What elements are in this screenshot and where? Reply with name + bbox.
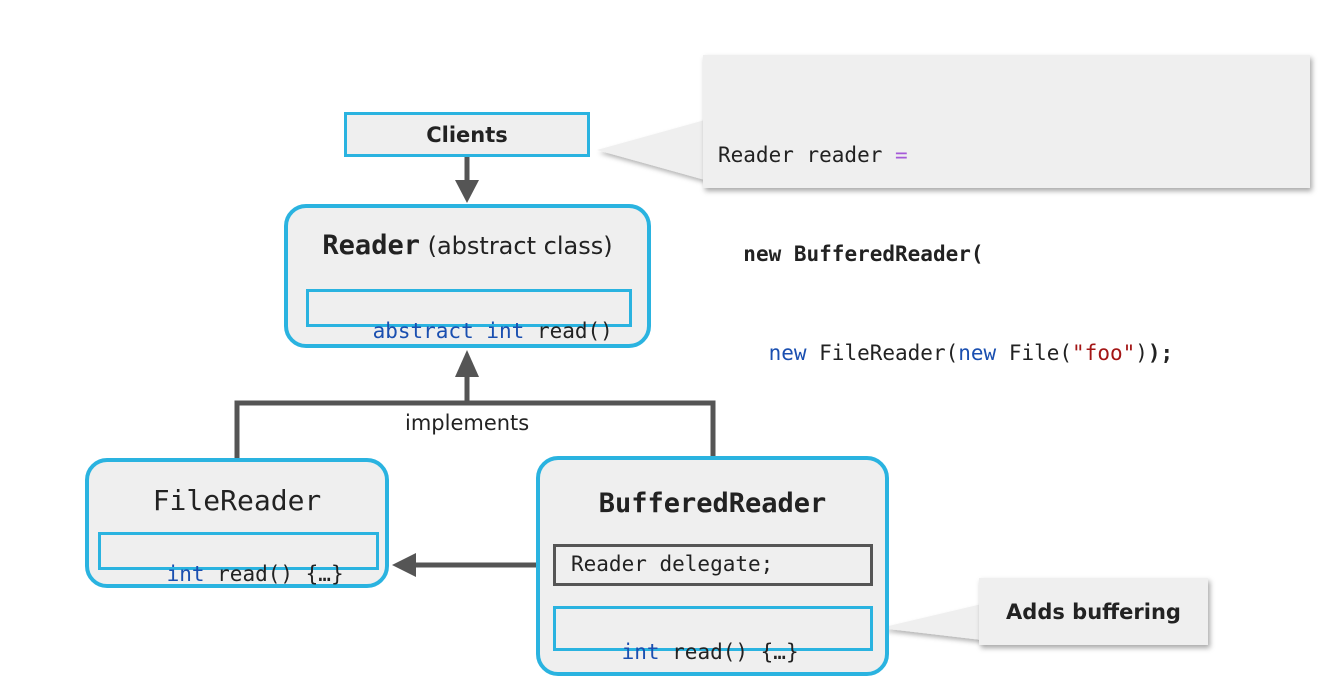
code-callout-tail	[597, 120, 705, 180]
note-callout-tail	[880, 604, 982, 640]
file-reader-name: FileReader	[152, 484, 322, 517]
file-reader-class: FileReader int read() {…}	[85, 458, 389, 588]
delegate-field: Reader delegate;	[553, 544, 873, 586]
reader-method: abstract int read()	[306, 289, 632, 343]
reader-title: Reader (abstract class)	[288, 230, 647, 261]
adds-buffering-label: Adds buffering	[1006, 599, 1181, 624]
buffered-reader-name: BufferedReader	[598, 488, 827, 519]
code-callout: Reader reader = new BufferedReader( new …	[703, 55, 1310, 365]
reader-class: Reader (abstract class) abstract int rea…	[284, 204, 651, 348]
code-line-2: new BufferedReader(	[743, 242, 984, 266]
implements-arrowhead	[455, 350, 479, 377]
reader-suffix: (abstract class)	[419, 232, 613, 260]
code-line-1: Reader reader =	[718, 143, 908, 167]
code-line-3: new FileReader(new File("foo"));	[768, 341, 1174, 365]
clients-to-reader-arrowhead	[455, 180, 479, 203]
clients-label: Clients	[426, 122, 508, 147]
buffered-reader-method: int read() {…}	[553, 606, 873, 664]
buffered-reader-class: BufferedReader Reader delegate; int read…	[536, 456, 889, 676]
file-reader-method: int read() {…}	[98, 532, 379, 586]
clients-box: Clients	[344, 112, 590, 157]
implements-label: implements	[405, 411, 530, 435]
adds-buffering-note: Adds buffering	[979, 578, 1208, 645]
delegate-arrowhead	[392, 553, 416, 577]
reader-name: Reader	[322, 230, 420, 261]
implements-connector	[234, 400, 716, 458]
